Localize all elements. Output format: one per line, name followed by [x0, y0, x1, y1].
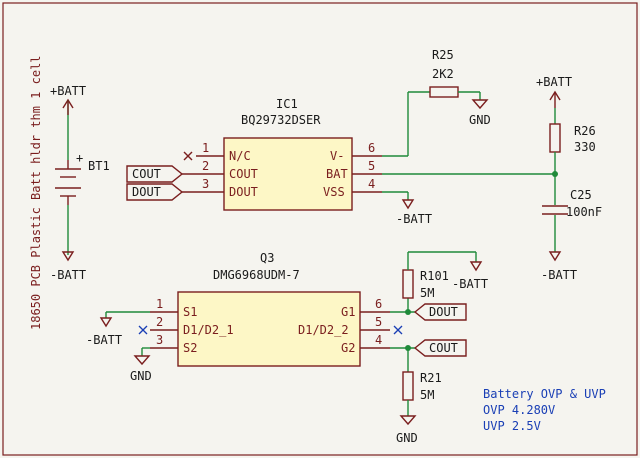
- ic1-pin-name: N/C: [229, 149, 251, 163]
- q3-pin-name: S1: [183, 305, 197, 319]
- q3-pin-num: 1: [156, 297, 163, 311]
- r21-value: 5M: [420, 388, 434, 402]
- r21-gnd-label: GND: [396, 431, 418, 445]
- ic1-pin-num: 3: [202, 177, 209, 191]
- q3-dout-label: DOUT: [413, 303, 467, 321]
- r25-gnd-label: GND: [469, 113, 491, 127]
- note-title: Battery OVP & UVP: [483, 387, 606, 401]
- q3-s2-gnd-label: GND: [130, 369, 152, 383]
- q3-pin-num: 3: [156, 333, 163, 347]
- ic1-pin-name: COUT: [229, 167, 258, 181]
- ic1-pin-name: BAT: [326, 167, 348, 181]
- ic1-pin-name: DOUT: [229, 185, 258, 199]
- c25-neg-net-label: -BATT: [541, 268, 577, 282]
- ic1-cout-text: COUT: [132, 167, 161, 181]
- ic1-vss-net-label: -BATT: [396, 212, 432, 226]
- ic1-pin-num: 2: [202, 159, 209, 173]
- ic1-pin-num: 5: [368, 159, 375, 173]
- c25-value: 100nF: [566, 205, 602, 219]
- q3-cout-text: COUT: [429, 341, 458, 355]
- ic1-ref: IC1: [276, 97, 298, 111]
- q3-dout-text: DOUT: [429, 305, 458, 319]
- r101-ref: R101: [420, 269, 449, 283]
- bt1-pos-net-label: +BATT: [50, 84, 86, 98]
- q3-pin-name: S2: [183, 341, 197, 355]
- junction-dot: [552, 171, 558, 177]
- r101-value: 5M: [420, 286, 434, 300]
- ic1-body: [223, 137, 353, 211]
- q3-pin-num: 4: [375, 333, 382, 347]
- q3-pin-num: 2: [156, 315, 163, 329]
- resistor-r25: R25 2K2 GND: [429, 48, 491, 127]
- ic1-pin-num: 4: [368, 177, 375, 191]
- ground-icon: [471, 99, 489, 110]
- power-arrow-down-icon: [548, 251, 562, 262]
- power-arrow-down-icon: [61, 251, 75, 262]
- bt1-neg-net-label: -BATT: [50, 268, 86, 282]
- q3-pin-name: G1: [341, 305, 355, 319]
- resistor-r21: GND R21 5M: [396, 348, 442, 445]
- battery-bt1: +BATT + BT1 -BATT: [50, 84, 110, 282]
- r26-pos-net-label: +BATT: [536, 75, 572, 89]
- q3-s1-net-label: -BATT: [86, 333, 122, 347]
- q3-body: [177, 291, 361, 367]
- ic1-pin-name: V-: [330, 149, 344, 163]
- resistor-r101: -BATT R101 5M: [402, 251, 488, 312]
- mosfet-q3: Q3 DMG6968UDM-7 1 2 3 S1 D1/D2_1 S2 6 5 …: [138, 251, 403, 367]
- q3-pin-name: G2: [341, 341, 355, 355]
- r25-value: 2K2: [432, 67, 454, 81]
- q3-pin-num: 5: [375, 315, 382, 329]
- r101-neg-net-label: -BATT: [452, 277, 488, 291]
- ic1-bq29732: IC1 BQ29732DSER 1 2 3 N/C COUT DOUT 6 5 …: [182, 97, 382, 211]
- ic1-dout-text: DOUT: [132, 185, 161, 199]
- note-ovp: OVP 4.280V: [483, 403, 555, 417]
- r26-c25-network: +BATT R26 330 C25 100nF -BATT: [536, 75, 602, 282]
- note-uvp: UVP 2.5V: [483, 419, 541, 433]
- r26-value: 330: [574, 140, 596, 154]
- ic1-pin-num: 6: [368, 141, 375, 155]
- q3-ref: Q3: [260, 251, 274, 265]
- ic1-pin-name: VSS: [323, 185, 345, 199]
- power-arrow-down-icon: [401, 199, 415, 210]
- ground-icon: [133, 355, 151, 366]
- ground-icon: [399, 415, 417, 426]
- q3-pin-name: D1/D2_2: [298, 323, 349, 337]
- q3-pin-name: D1/D2_1: [183, 323, 234, 337]
- q3-value: DMG6968UDM-7: [213, 268, 300, 282]
- q3-pin-num: 6: [375, 297, 382, 311]
- r25-ref: R25: [432, 48, 454, 62]
- r21-ref: R21: [420, 371, 442, 385]
- bt1-ref: BT1: [88, 159, 110, 173]
- ic1-value: BQ29732DSER: [241, 113, 321, 127]
- power-arrow-down-icon: [469, 261, 483, 272]
- r26-ref: R26: [574, 124, 596, 138]
- ic1-cout-label: COUT: [126, 165, 184, 183]
- ic1-pin-num: 1: [202, 141, 209, 155]
- bt1-plus-sign: +: [76, 151, 83, 165]
- ic1-dout-label: DOUT: [126, 183, 184, 201]
- power-arrow-down-icon: [99, 317, 113, 328]
- q3-cout-label: COUT: [413, 339, 467, 357]
- side-title: 18650 PCB Plastic Batt hldr thm 1 cell: [29, 55, 43, 330]
- c25-ref: C25: [570, 188, 592, 202]
